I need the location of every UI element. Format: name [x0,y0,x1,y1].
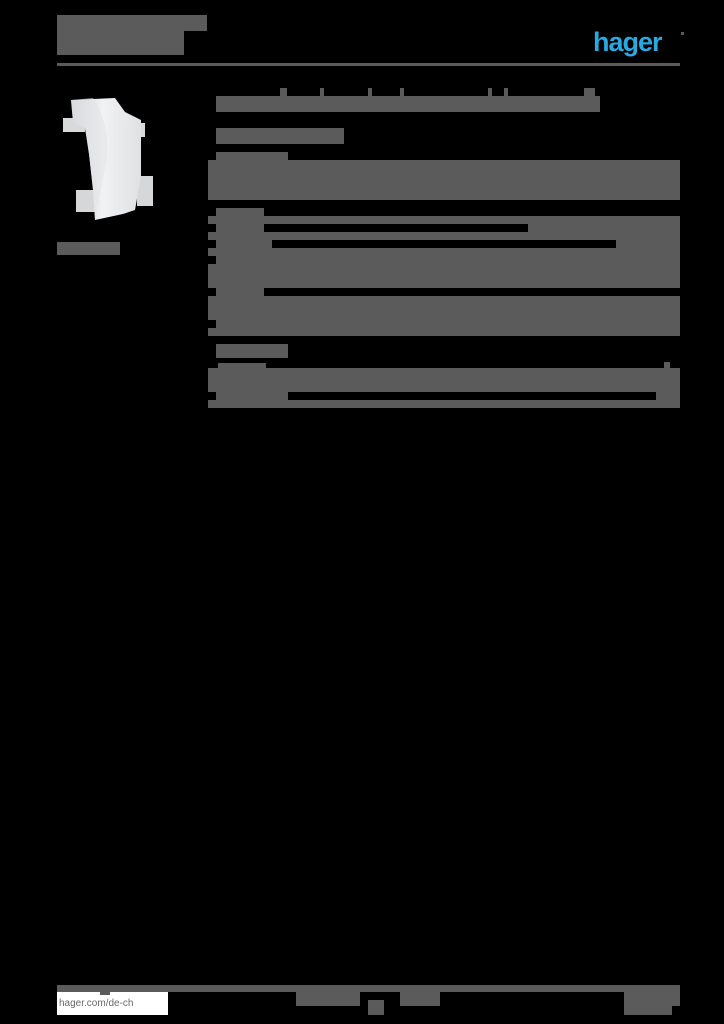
cable-duct-corner-cover-icon [63,98,153,220]
section-4-corner-mark [664,362,670,368]
logo-registered-mark-icon [681,32,684,35]
section-4-row-divider [288,392,656,400]
page-subtitle [216,128,344,144]
section-1-table [208,160,680,200]
footer-rule [57,985,680,992]
footer-center-text-2 [400,992,440,1006]
section-4-table [208,368,680,408]
page-title-ascenders [584,88,595,96]
section-1-label [216,152,288,160]
page-title-ascenders [320,88,324,96]
section-2-row-divider [264,224,528,232]
section-4-label [216,344,288,358]
section-2-row-divider [272,240,616,248]
section-3-gap [272,288,680,296]
header-rule [57,63,680,66]
footer-center-text [296,992,360,1006]
footer-page-number-2 [624,1006,672,1015]
page-title-ascenders [488,88,492,96]
hager-logo: hager [593,27,663,57]
page-title-ascenders [280,88,287,96]
section-3-gap [208,288,216,296]
product-image [63,98,163,238]
section-3-table [208,296,680,336]
section-2-label-col [216,208,264,296]
section-2-gap [208,224,216,232]
header-subtitle-block-2 [57,44,184,55]
footer-url-top-mark [100,992,110,995]
page-title-ascenders [400,88,404,96]
section-3-gap [208,320,216,328]
page-title [216,96,600,112]
product-caption [57,242,120,255]
header-subtitle-block [57,31,184,44]
page-title-ascenders [368,88,372,96]
footer-url-link[interactable]: hager.com/de-ch [57,992,168,1015]
header-title-block [57,15,207,31]
section-4-gap [208,392,216,400]
page-title-ascenders [504,88,508,96]
footer-center-mark [368,1000,384,1015]
footer-page-number [624,992,680,1006]
section-2-gap [208,240,216,248]
section-4-sublabel [218,363,266,368]
section-2-gap [208,256,216,264]
